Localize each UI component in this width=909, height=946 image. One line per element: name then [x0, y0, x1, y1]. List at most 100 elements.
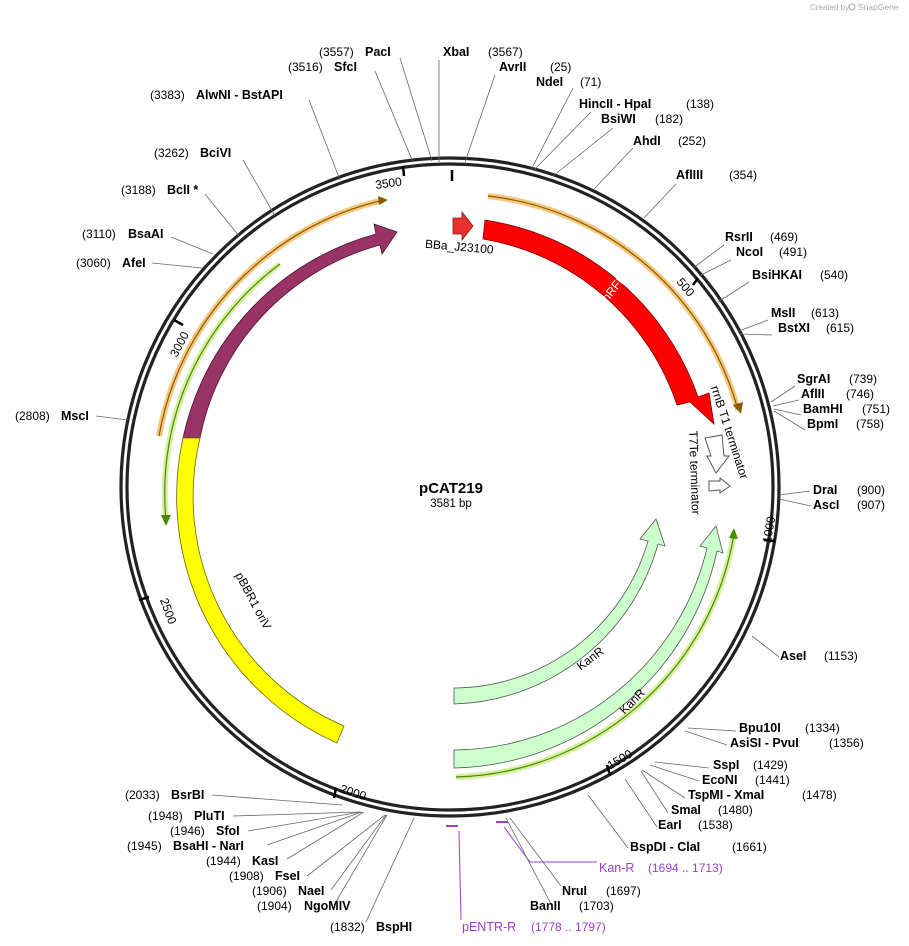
site-label-ngomiv: NgoMIV: [304, 899, 351, 913]
site-pos-bsihkai: (540): [820, 268, 848, 282]
site-label-sspi: SspI: [713, 758, 739, 772]
tick-label-3500: 3500: [374, 174, 403, 192]
site-label-bsrbi: BsrBI: [171, 788, 204, 802]
pentr-r-primer-leader: [458, 830, 462, 921]
site-pos-drai: (900): [857, 483, 885, 497]
site-label-ncoi: NcoI: [736, 245, 763, 259]
plasmid-size: 3581 bp: [430, 498, 472, 510]
site-pos-bcivi: (3262): [154, 146, 189, 160]
site-leaders: [95, 57, 812, 923]
rep-green-line: [164, 263, 281, 521]
site-label-bsahi-nari: BsaHI - NarI: [173, 839, 244, 853]
site-pos-xbai: (3567): [488, 45, 523, 59]
site-pos-nrui: (1697): [606, 884, 641, 898]
site-pos-rsrii: (469): [770, 230, 798, 244]
tick-3500: [401, 165, 406, 177]
site-pos-econi: (1441): [755, 773, 790, 787]
site-pos-bsahi-nari: (1945): [127, 839, 162, 853]
site-label-rsrii: RsrII: [725, 230, 753, 244]
site-label-bstxi: BstXI: [778, 321, 810, 335]
site-label-drai: DraI: [813, 483, 837, 497]
site-label-avrii: AvrII: [499, 60, 526, 74]
site-label-bcli: BclI *: [167, 183, 198, 197]
site-label-bsiwi: BsiWI: [601, 112, 636, 126]
site-pos-hincii-hpai: (138): [686, 97, 714, 111]
site-label-ahdi: AhdI: [633, 134, 661, 148]
site-pos-sfoi: (1946): [170, 824, 205, 838]
pbbr1-oriv-label: pBBR1 oriV: [232, 570, 274, 632]
pentr-r-primer-label: pENTR-R: [462, 920, 516, 934]
site-pos-paci: (3557): [319, 45, 354, 59]
tick-label-1000: 1000: [760, 515, 778, 544]
site-label-sfci: SfcI: [334, 60, 357, 74]
site-label-bsphi: BspHI: [376, 920, 412, 934]
kan-r-primer-pos: (1694 .. 1713): [648, 861, 723, 875]
site-pos-bamhi: (751): [862, 402, 890, 416]
site-pos-ndei: (71): [580, 75, 601, 89]
site-pos-smai: (1480): [718, 803, 753, 817]
site-label-bsihkai: BsiHKAI: [752, 268, 802, 282]
features: BBa_J23100 mRFP1 rrnB T1 terminator T7Te…: [156, 193, 751, 780]
site-pos-afliii: (354): [729, 168, 757, 182]
site-label-asci: AscI: [813, 498, 839, 512]
site-pos-alwni-bstapi: (3383): [150, 88, 185, 102]
site-pos-ncoi: (491): [779, 245, 807, 259]
site-label-bamhi: BamHI: [803, 402, 843, 416]
rep-orf-line: [158, 199, 385, 437]
site-pos-naei: (1906): [252, 884, 287, 898]
site-label-paci: PacI: [365, 45, 391, 59]
rep-orf-arrowhead: [378, 196, 388, 205]
site-pos-fsei: (1908): [229, 869, 264, 883]
site-label-alwni-bstapi: AlwNI - BstAPI: [196, 88, 283, 102]
primers: Kan-R (1694 .. 1713) pENTR-R (1778 .. 17…: [446, 821, 723, 934]
site-label-asei: AseI: [780, 649, 806, 663]
tick-2000: [332, 787, 338, 799]
site-label-ndei: NdeI: [536, 75, 563, 89]
site-label-naei: NaeI: [298, 884, 324, 898]
kan-r-primer-leader: [503, 826, 597, 863]
t7te-terminator-label: T7Te terminator: [686, 430, 703, 514]
site-label-afei: AfeI: [122, 256, 146, 270]
site-labels: XbaI (3567) AvrII (25) NdeI (71) HincII …: [15, 45, 890, 934]
site-label-xbai: XbaI: [443, 45, 469, 59]
site-pos-aflii: (746): [846, 387, 874, 401]
site-label-pluti: PluTI: [194, 809, 225, 823]
rrnb-t1-terminator-feature: [704, 434, 731, 474]
site-label-eari: EarI: [658, 818, 682, 832]
site-label-hincii-hpai: HincII - HpaI: [579, 97, 651, 111]
site-label-bpmi: BpmI: [807, 417, 838, 431]
bba-j23100-label: BBa_J23100: [424, 237, 494, 257]
site-pos-ngomiv: (1904): [257, 899, 292, 913]
site-label-bspdi-clai: BspDI - ClaI: [630, 840, 700, 854]
site-label-sfoi: SfoI: [216, 824, 240, 838]
kan-r-primer-label: Kan-R: [599, 861, 634, 875]
rep-green-arrowhead: [161, 515, 171, 526]
credit-brand: SnapGene: [858, 2, 899, 12]
site-pos-msli: (613): [811, 306, 839, 320]
site-pos-bpu10i: (1334): [805, 721, 840, 735]
site-pos-sgrai: (739): [849, 372, 877, 386]
site-label-kasi: KasI: [252, 854, 278, 868]
site-pos-tspmi-xmai: (1478): [802, 788, 837, 802]
site-pos-ahdi: (252): [678, 134, 706, 148]
tick-1000: [763, 538, 776, 543]
t7te-terminator-feature: [708, 476, 731, 494]
backbone: [119, 156, 781, 818]
site-pos-pluti: (1948): [148, 809, 183, 823]
site-label-banii: BanII: [530, 899, 561, 913]
site-label-asisi-pvui: AsiSI - PvuI: [730, 736, 799, 750]
plasmid-name: pCAT219: [419, 480, 483, 497]
site-pos-sspi: (1429): [753, 758, 788, 772]
site-pos-bspdi-clai: (1661): [732, 840, 767, 854]
kanr-green-line: [455, 533, 735, 778]
pentr-r-primer-pos: (1778 .. 1797): [531, 920, 606, 934]
kanr-green-arrowhead: [729, 528, 738, 539]
site-pos-asei: (1153): [824, 649, 858, 663]
site-label-msli: MslI: [771, 306, 795, 320]
site-pos-eari: (1538): [698, 818, 733, 832]
site-label-bsaai: BsaAI: [128, 227, 163, 241]
credit-prefix: Created by: [810, 3, 849, 12]
site-label-econi: EcoNI: [702, 773, 737, 787]
site-pos-asci: (907): [857, 498, 885, 512]
mrfp1-orf-arrowhead: [733, 402, 743, 414]
